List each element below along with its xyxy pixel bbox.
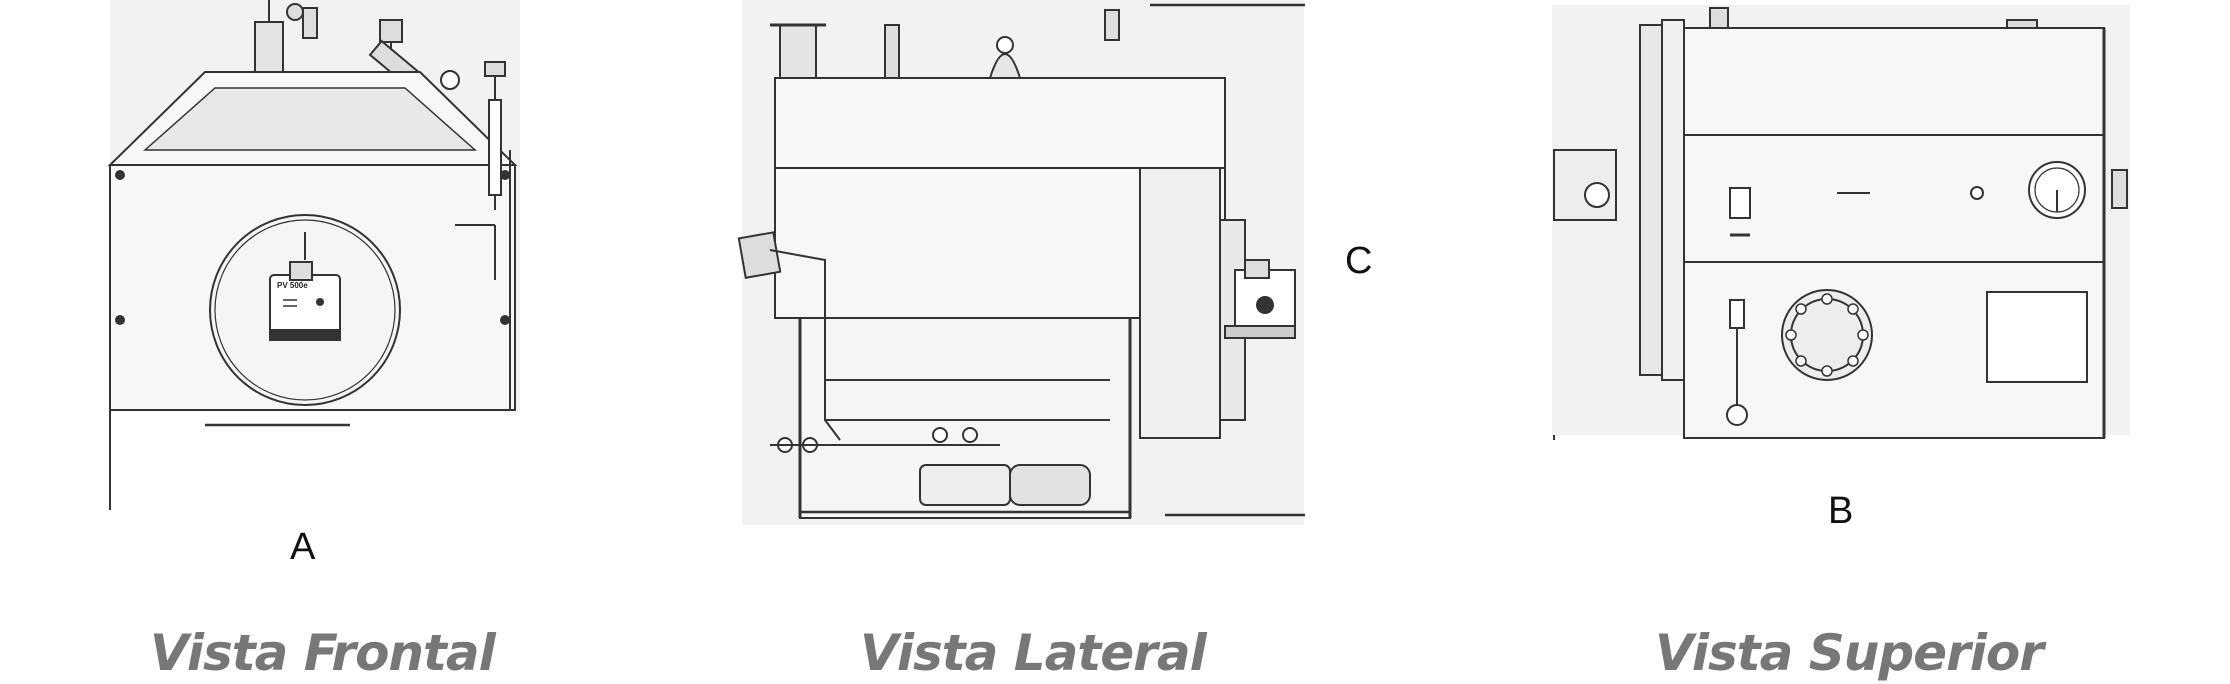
side-view-drawing bbox=[737, 0, 1305, 525]
front-view-drawing: PV 500e bbox=[107, 0, 520, 510]
burner-label: PV 500e bbox=[277, 281, 308, 290]
top-view-caption: Vista Superior bbox=[1655, 624, 2044, 682]
top-view-label: B bbox=[1828, 490, 1854, 532]
front-view-caption: Vista Frontal bbox=[150, 624, 496, 682]
front-view-label: A bbox=[290, 526, 316, 568]
top-view-drawing bbox=[1552, 5, 2130, 440]
side-view-label: C bbox=[1345, 240, 1373, 282]
side-view-caption: Vista Lateral bbox=[860, 624, 1207, 682]
